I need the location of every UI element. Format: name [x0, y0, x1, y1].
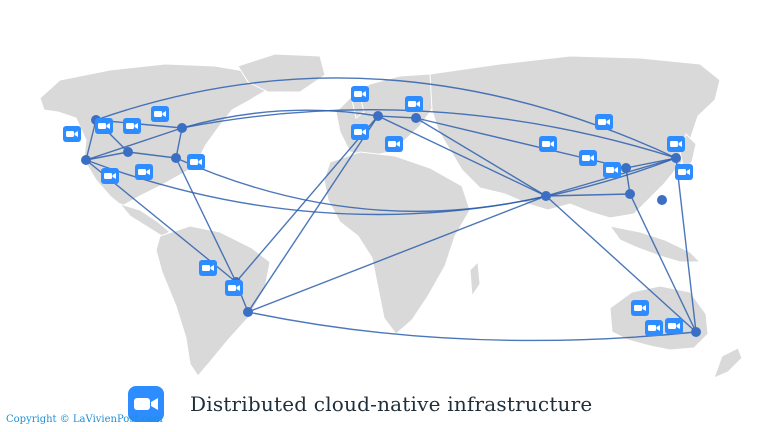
- video-camera-icon: [128, 386, 164, 422]
- video-camera-icon: [351, 86, 369, 102]
- madagascar: [469, 260, 481, 298]
- network-link: [85, 151, 129, 161]
- video-camera-icon: [225, 280, 243, 296]
- video-camera-icon: [199, 260, 217, 276]
- network-node: [657, 195, 667, 205]
- video-camera-icon: [187, 154, 205, 170]
- network-link: [175, 157, 547, 213]
- video-camera-icon: [603, 162, 621, 178]
- legend: Distributed cloud-native infrastructure: [128, 384, 592, 424]
- network-node: [171, 153, 181, 163]
- copyright-notice: Copyright © LaVivienPost.com: [6, 414, 163, 425]
- network-node: [373, 111, 383, 121]
- network-node: [411, 113, 421, 123]
- video-camera-icon: [135, 164, 153, 180]
- video-camera-icon: [385, 136, 403, 152]
- video-camera-icon: [675, 164, 693, 180]
- network-link: [625, 157, 677, 169]
- africa: [323, 151, 471, 335]
- asia: [429, 55, 721, 219]
- video-camera-icon: [631, 300, 649, 316]
- network-node: [243, 307, 253, 317]
- network-link: [127, 151, 177, 159]
- network-link: [181, 109, 677, 159]
- video-camera-icon: [645, 320, 663, 336]
- network-node: [177, 123, 187, 133]
- network-node: [541, 191, 551, 201]
- network-link: [545, 193, 631, 197]
- network-link: [247, 311, 697, 342]
- network-link: [175, 127, 183, 159]
- network-node: [671, 153, 681, 163]
- network-link: [181, 109, 379, 129]
- video-camera-icon: [667, 136, 685, 152]
- video-camera-icon: [595, 114, 613, 130]
- network-node: [625, 189, 635, 199]
- network-link: [175, 157, 237, 283]
- network-link: [377, 115, 547, 197]
- video-camera-icon: [351, 124, 369, 140]
- network-link: [85, 157, 677, 216]
- video-camera-icon: [63, 126, 81, 142]
- network-node: [81, 155, 91, 165]
- network-node: [691, 327, 701, 337]
- video-camera-icon: [665, 318, 683, 334]
- network-link: [545, 195, 697, 333]
- video-camera-icon: [579, 150, 597, 166]
- network-link: [95, 77, 677, 159]
- video-camera-icon: [151, 106, 169, 122]
- australia: [609, 285, 709, 351]
- network-link: [85, 119, 97, 161]
- video-camera-icon: [123, 118, 141, 134]
- network-link: [247, 115, 379, 313]
- network-link: [377, 115, 417, 119]
- caption: Distributed cloud-native infrastructure: [190, 392, 593, 416]
- video-camera-markers: [63, 86, 693, 336]
- network-node: [123, 147, 133, 157]
- video-camera-icon: [539, 136, 557, 152]
- network-node: [621, 163, 631, 173]
- video-camera-icon: [405, 96, 423, 112]
- network-link: [415, 117, 547, 197]
- network-link: [675, 157, 697, 333]
- north-america: [39, 63, 271, 207]
- video-camera-icon: [101, 168, 119, 184]
- network-link: [85, 127, 183, 161]
- network-link: [235, 115, 379, 283]
- south-america: [155, 225, 271, 377]
- video-camera-icon: [95, 118, 113, 134]
- network-link: [247, 195, 547, 313]
- southeast-asia-islands: [608, 225, 702, 263]
- continents: [39, 53, 743, 379]
- network-link: [629, 193, 697, 333]
- new-zealand: [713, 347, 743, 379]
